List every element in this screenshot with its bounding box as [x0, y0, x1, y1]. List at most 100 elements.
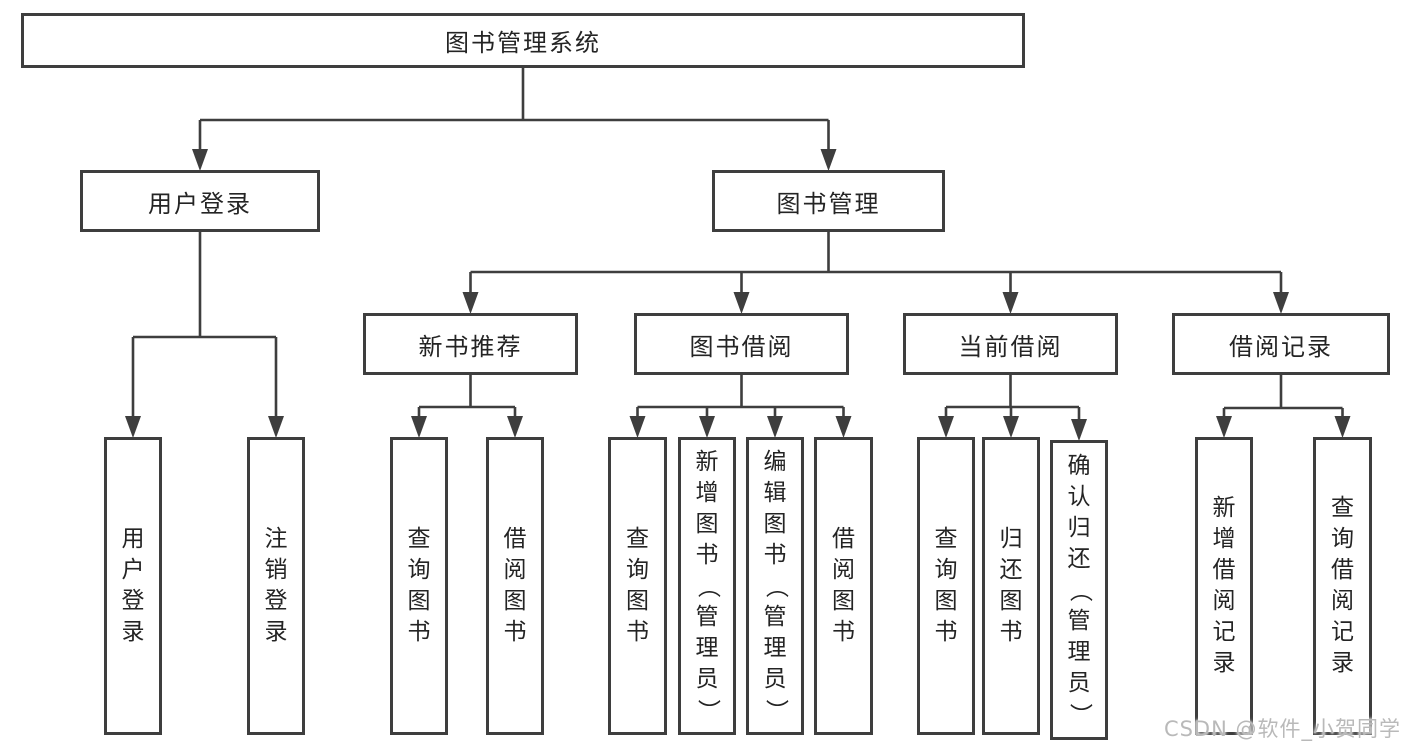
arrowhead-icon: [629, 416, 646, 438]
node-label-char: 登: [121, 588, 145, 614]
node-label-char: 认: [1067, 483, 1091, 510]
node-label-char: 图: [832, 588, 855, 614]
node-label-char: 书: [695, 541, 719, 568]
node-label-char: 阅: [1331, 588, 1354, 614]
node-label-char: 归: [1067, 514, 1091, 541]
node-leaf-borrow-books-1: 借阅图书: [486, 437, 544, 735]
node-leaf-logout: 注销登录: [247, 437, 305, 735]
node-label-char: 记: [1212, 619, 1236, 645]
node-label-char: 员: [763, 665, 787, 692]
node-label-char: ）: [1066, 702, 1093, 726]
arrowhead-icon: [1334, 416, 1351, 438]
arrowhead-icon: [507, 416, 523, 438]
node-label-char: 询: [1331, 526, 1354, 552]
node-label: 图书管理: [776, 189, 881, 218]
node-library-system: 图书管理系统: [21, 13, 1025, 68]
node-label-char: 图: [999, 588, 1023, 614]
node-label: 用户登录: [148, 189, 252, 218]
node-label-char: 理: [695, 634, 719, 661]
node-label-char: 借: [1212, 557, 1236, 583]
node-leaf-edit-books: 编辑图书（管理员）: [746, 437, 804, 735]
connector-path: [131, 68, 1344, 425]
node-user-login: 用户登录: [80, 170, 320, 232]
node-leaf-return-books: 归还图书: [982, 437, 1040, 735]
node-label-char: 用: [121, 526, 145, 552]
arrowhead-icon: [192, 149, 208, 171]
node-label-char: 借: [503, 526, 527, 552]
node-label-char: 归: [999, 526, 1023, 552]
node-new-book-recommend: 新书推荐: [363, 313, 578, 375]
node-label-char: 销: [264, 557, 288, 583]
node-label-char: 查: [1331, 495, 1354, 521]
arrowhead-icon: [767, 416, 783, 438]
node-label-char: 还: [1067, 545, 1091, 572]
node-label-char: 增: [695, 479, 719, 506]
arrowhead-icon: [733, 292, 750, 314]
node-label-char: 询: [407, 557, 431, 583]
node-label-char: 录: [1212, 650, 1236, 676]
arrowhead-icon: [835, 416, 852, 438]
node-leaf-add-record: 新增借阅记录: [1195, 437, 1253, 735]
node-label-char: 书: [503, 619, 527, 645]
node-label-char: 图: [695, 510, 719, 537]
watermark-text: CSDN @软件_小贺同学: [1163, 717, 1401, 741]
node-label-char: 增: [1212, 526, 1236, 552]
node-leaf-query-books-1: 查询图书: [390, 437, 448, 735]
node-label-char: 录: [264, 619, 288, 645]
node-label-char: 录: [1331, 650, 1354, 676]
node-label-char: 书: [626, 619, 649, 645]
node-leaf-query-books-2: 查询图书: [608, 437, 667, 735]
node-label-char: 阅: [1212, 588, 1236, 614]
node-leaf-confirm-return: 确认归还（管理员）: [1050, 440, 1108, 740]
node-leaf-user-login: 用户登录: [104, 437, 162, 735]
node-label: 图书管理系统: [445, 29, 601, 57]
node-label-char: （: [1066, 578, 1093, 602]
node-label-char: 查: [626, 526, 649, 552]
node-label-char: 书: [832, 619, 855, 645]
arrowhead-icon: [820, 149, 837, 171]
node-label-char: 图: [503, 588, 527, 614]
arrowhead-icon: [938, 416, 954, 438]
node-label-char: 借: [832, 526, 855, 552]
node-label-char: 查: [934, 526, 958, 552]
node-label-char: 员: [695, 665, 719, 692]
arrowhead-icon: [462, 292, 479, 314]
node-label-char: 登: [264, 588, 288, 614]
node-label-char: 借: [1331, 557, 1354, 583]
arrowhead-icon: [411, 416, 427, 438]
node-label-char: 管: [695, 603, 719, 630]
node-label-char: 查: [407, 526, 431, 552]
arrowhead-icon: [1071, 419, 1087, 441]
node-label-char: 书: [934, 619, 958, 645]
node-label-char: 员: [1067, 669, 1091, 696]
arrowhead-icon: [699, 416, 715, 438]
node-book-management: 图书管理: [712, 170, 945, 232]
node-label-char: 新: [695, 448, 719, 475]
node-label-char: 录: [121, 619, 145, 645]
node-label-char: ）: [762, 698, 789, 722]
node-leaf-add-books: 新增图书（管理员）: [678, 437, 736, 735]
node-label-char: 理: [1067, 638, 1091, 665]
node-current-borrowing: 当前借阅: [903, 313, 1118, 375]
node-label-char: 还: [999, 557, 1023, 583]
node-label: 图书借阅: [689, 332, 794, 361]
node-label-char: 阅: [832, 557, 855, 583]
node-label-char: 书: [999, 619, 1023, 645]
node-label-char: 图: [763, 510, 787, 537]
node-label-char: 询: [626, 557, 649, 583]
arrowhead-icon: [1216, 416, 1232, 438]
node-book-borrowing: 图书借阅: [634, 313, 849, 375]
node-label-char: 理: [763, 634, 787, 661]
node-label-char: 管: [763, 603, 787, 630]
node-label-char: 新: [1212, 495, 1236, 521]
arrowhead-icon: [125, 416, 141, 438]
node-label-char: 记: [1331, 619, 1354, 645]
node-label: 当前借阅: [958, 332, 1063, 361]
node-label-char: ）: [694, 698, 721, 722]
node-label-char: （: [762, 574, 789, 598]
arrowhead-icon: [268, 416, 284, 438]
node-label-char: 图: [626, 588, 649, 614]
node-label-char: 阅: [503, 557, 527, 583]
